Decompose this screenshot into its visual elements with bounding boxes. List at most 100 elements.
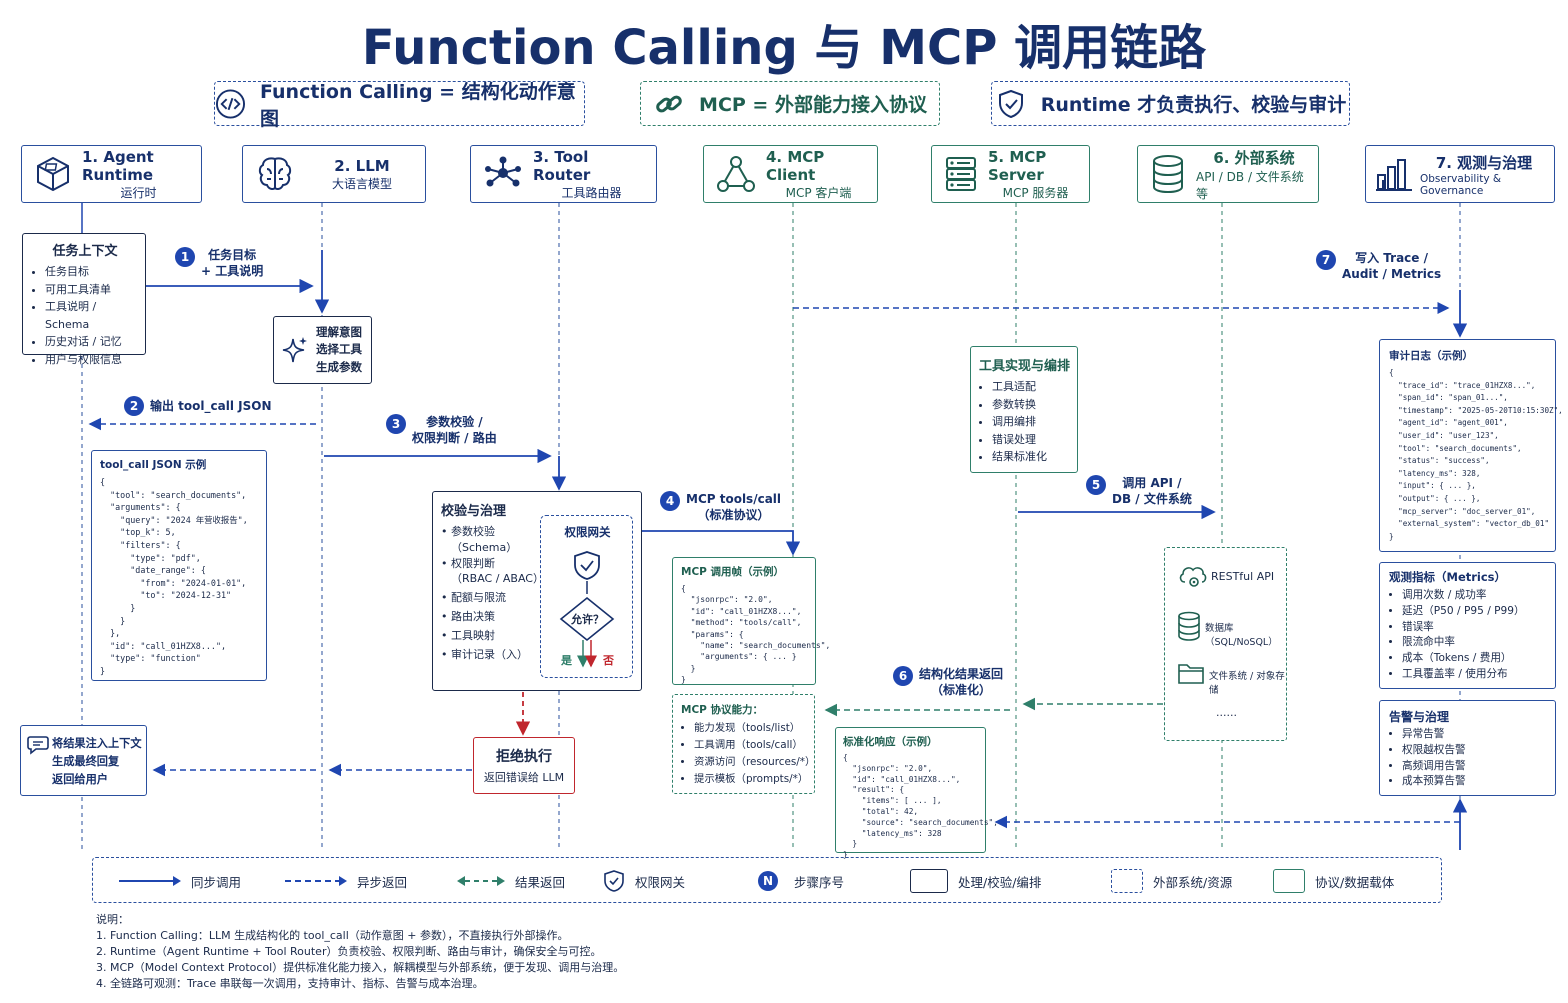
list-item: 成本（Tokens / 费用） <box>1402 651 1555 667</box>
alerts-box: 告警与治理 异常告警 权限越权告警 高频调用告警 成本预算告警 <box>1379 700 1556 796</box>
metrics-title: 观测指标（Metrics） <box>1389 570 1507 584</box>
alerts-title: 告警与治理 <box>1389 710 1450 724</box>
decision-diamond <box>559 596 615 642</box>
note-line: 2. Runtime（Agent Runtime + Tool Router）负… <box>96 945 602 958</box>
decision-no: 否 <box>603 654 614 667</box>
legend-item-async: 异步返回 <box>285 858 407 904</box>
column-title: 2. LLM <box>334 156 390 175</box>
column-subtitle: 运行时 <box>120 185 157 200</box>
list-item: 参数转换 <box>992 396 1077 414</box>
step-text: 参数校验 / <box>426 415 483 429</box>
list-item: • 配额与限流 <box>441 591 506 605</box>
green-box-swatch <box>1273 869 1305 893</box>
step-text: 调用 API / <box>1122 476 1182 490</box>
step-badge: 2 <box>124 396 144 416</box>
database-icon <box>1178 611 1200 641</box>
std-response-box: 标准化响应（示例） { "jsonrpc": "2.0", "id": "cal… <box>835 727 998 859</box>
list-item: 任务目标 <box>45 263 141 281</box>
final-line: 将结果注入上下文 <box>52 737 142 750</box>
external-more: ...... <box>1216 706 1237 719</box>
step-text: Audit / Metrics <box>1342 267 1442 281</box>
legend: 同步调用 异步返回 结果返回 权限网关 N 步骤序号 处理/校验/编排 外部系统… <box>92 857 1442 903</box>
llm-line: 生成参数 <box>316 359 362 374</box>
step-badge: 4 <box>660 491 680 511</box>
list-item: 能力发现（tools/list） <box>694 720 814 737</box>
note-line: 3. MCP（Model Context Protocol）提供标准化能力接入，… <box>96 961 625 974</box>
arrow-step-4 <box>642 530 801 556</box>
list-item: 结果标准化 <box>992 448 1077 466</box>
step-badge: 3 <box>386 414 406 434</box>
mcp-capabilities-title: MCP 协议能力： <box>681 704 764 716</box>
list-item: 延迟（P50 / P95 / P99） <box>1402 604 1555 620</box>
list-item: 可用工具清单 <box>45 281 141 299</box>
server-icon <box>946 157 976 191</box>
mcp-frame-box: MCP 调用帧（示例） { "jsonrpc": "2.0", "id": "c… <box>672 557 830 685</box>
banner-function-calling: Function Calling = 结构化动作意图 <box>214 81 585 130</box>
legend-item-dashed-box: 外部系统/资源 <box>1111 858 1232 904</box>
column-subtitle: MCP 客户端 <box>785 185 852 200</box>
legend-label: 结果返回 <box>515 874 566 890</box>
list-item: 工具覆盖率 / 使用分布 <box>1402 667 1555 683</box>
result-arrow-icon <box>457 876 505 886</box>
legend-label: 权限网关 <box>635 874 686 890</box>
audit-log-code: { "trace_id": "trace_01HZX8...", "span_i… <box>1389 368 1563 541</box>
external-item-label: 数据库（SQL/NoSQL） <box>1205 623 1278 648</box>
list-item-text: 路由决策 <box>451 609 495 623</box>
column-title: 3. Tool Router <box>533 147 591 184</box>
list-item: 高频调用告警 <box>1402 759 1555 775</box>
task-context-title: 任务上下文 <box>52 244 118 259</box>
banner-mcp: MCP = 外部能力接入协议 <box>640 81 940 126</box>
list-item: 工具说明 / Schema <box>45 298 141 333</box>
legend-item-result: 结果返回 <box>457 858 565 904</box>
legend-label: 异步返回 <box>357 874 408 890</box>
audit-log-title: 审计日志（示例） <box>1389 350 1473 362</box>
step-text: 结构化结果返回 <box>919 667 1004 681</box>
list-item: 调用编排 <box>992 413 1077 431</box>
metrics-list: 调用次数 / 成功率 延迟（P50 / P95 / P99） 错误率 限流命中率… <box>1389 588 1555 683</box>
banner-text: Function Calling = 结构化动作意图 <box>259 80 576 130</box>
code-icon <box>215 88 246 119</box>
note-line: 1. Function Calling：LLM 生成结构化的 tool_call… <box>96 929 569 942</box>
list-item: 历史对话 / 记忆 <box>45 333 141 351</box>
legend-label: 协议/数据载体 <box>1315 874 1395 890</box>
list-item: 异常告警 <box>1402 727 1555 743</box>
dashed-box-swatch <box>1111 869 1143 893</box>
bar-chart-icon <box>1376 159 1412 191</box>
llm-processing-box: 理解意图 选择工具 生成参数 <box>273 316 372 384</box>
list-item: 提示模板（prompts/*） <box>694 771 814 788</box>
list-item: 成本预算告警 <box>1402 774 1555 790</box>
step-badge: 1 <box>175 247 195 267</box>
list-item-text: 配额与限流 <box>451 591 506 605</box>
banner-runtime: Runtime 才负责执行、校验与审计 <box>991 81 1350 126</box>
network-triangle-icon <box>717 156 755 192</box>
validation-title: 校验与治理 <box>441 504 507 519</box>
step-text: （标准化） <box>931 683 992 697</box>
step-text: 权限判断 / 路由 <box>412 431 497 445</box>
final-answer-text: 将结果注入上下文 生成最终回复 返回给用户 <box>52 735 142 789</box>
list-item: 调用次数 / 成功率 <box>1402 588 1555 604</box>
legend-label: 步骤序号 <box>794 874 845 890</box>
list-item: 限流命中率 <box>1402 635 1555 651</box>
list-item-text: 工具映射 <box>451 628 495 642</box>
column-subtitle: Observability & Governance <box>1420 172 1502 197</box>
tool-impl-title: 工具实现与编排 <box>979 359 1071 374</box>
sync-arrow-icon <box>119 876 181 886</box>
list-item: • 参数校验 <box>441 525 495 538</box>
shield-check-icon <box>574 551 600 580</box>
step-badge: 5 <box>1086 475 1106 495</box>
notes: 说明： 1. Function Calling：LLM 生成结构化的 tool_… <box>96 912 624 992</box>
list-item-text: 参数校验 <box>451 525 495 538</box>
column-subtitle: API / DB / 文件系统等 <box>1196 169 1304 201</box>
list-item: 错误处理 <box>992 431 1077 449</box>
external-resources-box: RESTful API 数据库（SQL/NoSQL） 文件系统 / 对象存储 .… <box>1164 547 1287 741</box>
legend-item-gateway: 权限网关 <box>603 858 685 904</box>
list-item: • 路由决策 <box>441 609 495 623</box>
column-subtitle: 大语言模型 <box>331 176 392 191</box>
legend-item-sync: 同步调用 <box>119 858 241 904</box>
banner-text: MCP = 外部能力接入协议 <box>699 94 927 116</box>
llm-line: 理解意图 <box>316 324 362 339</box>
tool-impl-list: 工具适配 参数转换 调用编排 错误处理 结果标准化 <box>979 378 1077 466</box>
